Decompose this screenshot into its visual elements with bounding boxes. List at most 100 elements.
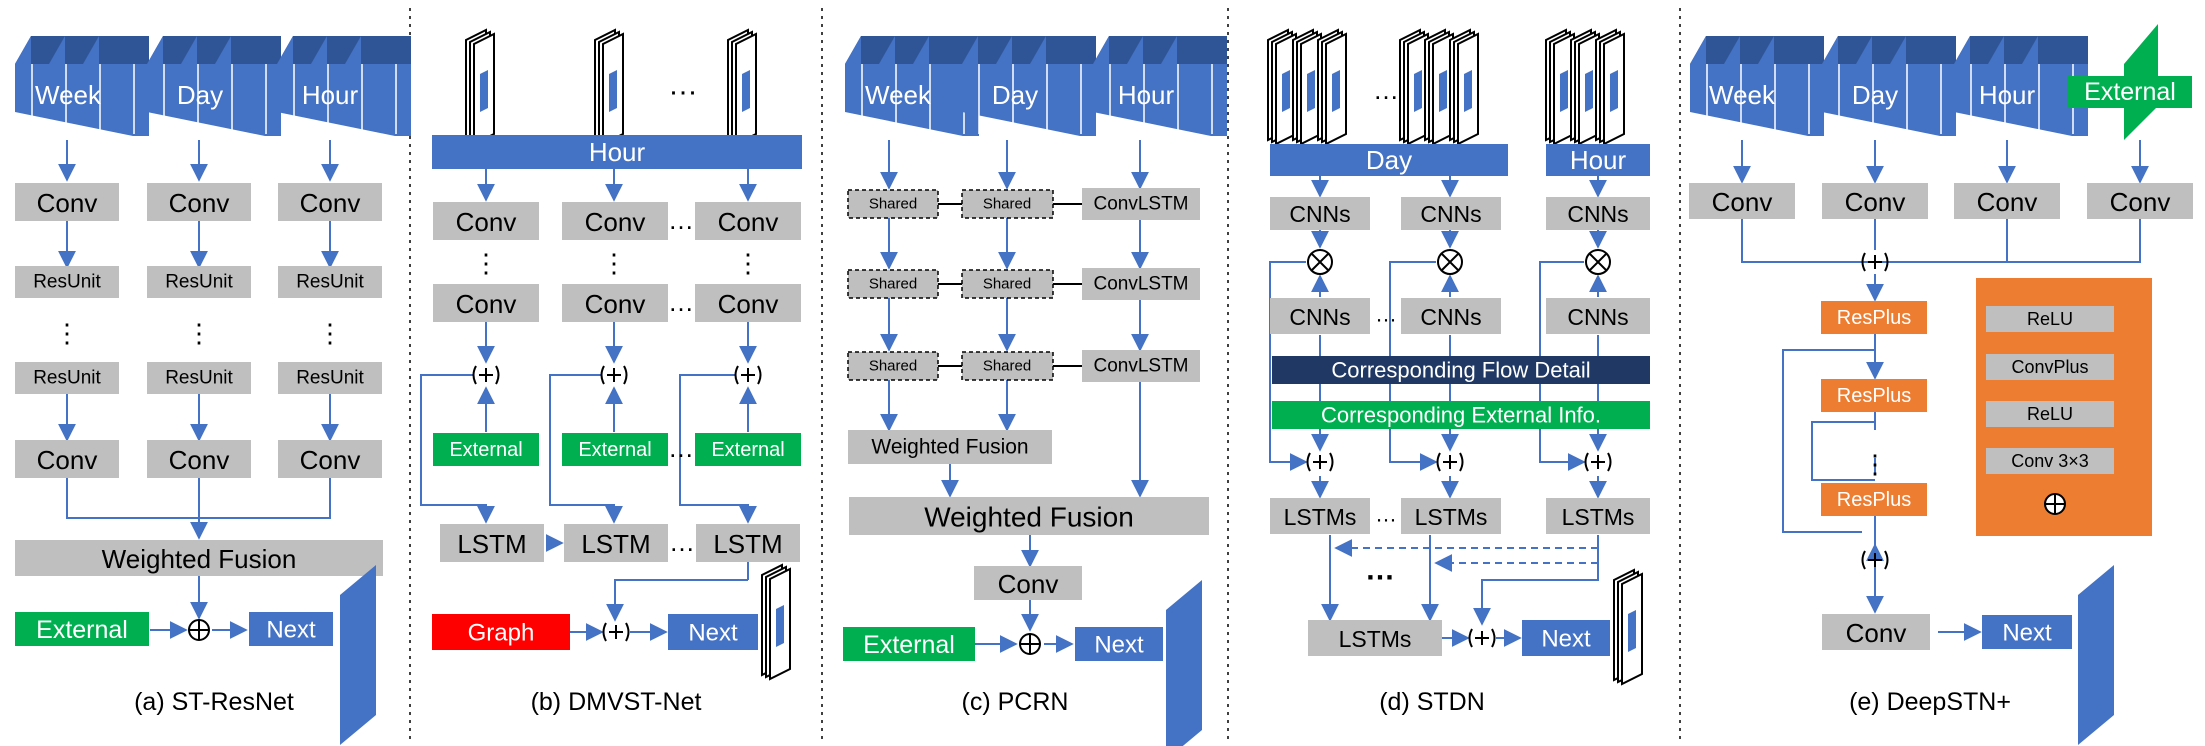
input-frame-icon: [465, 29, 495, 145]
input-day-label: Day: [992, 80, 1038, 110]
conv-box: [562, 284, 668, 322]
conv-box-hour: [278, 183, 382, 221]
resunit-label: ResUnit: [165, 272, 233, 293]
conv-label: Conv: [456, 289, 517, 319]
next-frame-icon: [761, 564, 791, 680]
sum-icon: [188, 619, 210, 641]
next-box: [1982, 615, 2072, 649]
panel-st-resnet: Week Day Hour Conv Conv Conv ResUnit Res…: [14, 35, 412, 745]
horizontal-dots: …: [1365, 554, 1395, 587]
conv-label: Conv: [37, 445, 98, 475]
external-label: External: [2084, 78, 2176, 106]
external-info-bar: [1272, 401, 1650, 429]
conv-box: [2087, 183, 2193, 219]
lstms-box: [1401, 498, 1501, 534]
resunit-box: [15, 362, 119, 394]
resunit-box: [278, 362, 382, 394]
convlstm-label: ConvLSTM: [1093, 194, 1188, 215]
conv-label: Conv: [456, 207, 517, 237]
convlstm-label: ConvLSTM: [1093, 274, 1188, 295]
resplus-box: [1821, 301, 1927, 334]
conv-box: [1689, 183, 1795, 219]
horizontal-dots: …: [668, 205, 694, 235]
caption-d: (d) STDN: [1379, 688, 1485, 716]
multiply-icon: [1307, 249, 1333, 275]
external-label: External: [449, 439, 522, 461]
next-label: Next: [1541, 626, 1591, 653]
relu-box: [1986, 401, 2114, 427]
hour-bar: [432, 135, 802, 169]
lstm-box: [564, 524, 668, 562]
cnns-label: CNNs: [1567, 201, 1628, 227]
shared-box: [847, 189, 939, 219]
shared-label: Shared: [869, 196, 917, 213]
conv-label: Conv: [1845, 187, 1906, 217]
lstm-label: LSTM: [713, 529, 782, 559]
lstms-label: LSTMs: [1284, 504, 1357, 530]
horizontal-dots: …: [669, 527, 695, 557]
external-label: External: [863, 631, 955, 659]
cnns-box: [1546, 197, 1650, 230]
next-label: Next: [1094, 632, 1144, 659]
shared-box: [847, 269, 939, 299]
external-label: External: [578, 439, 651, 461]
multiply-icon: [1437, 249, 1463, 275]
conv-box: [1822, 183, 1928, 219]
relu-label: ReLU: [2027, 309, 2073, 329]
external-box: [2068, 76, 2192, 108]
lstms-final-box: [1308, 620, 1442, 656]
sum-icon: [1861, 550, 1889, 570]
vertical-dots: ⋮: [735, 248, 761, 278]
horizontal-dots: …: [1375, 302, 1397, 327]
caption-e: (e) DeepSTN+: [1849, 688, 2011, 716]
shared-label: Shared: [983, 276, 1031, 293]
cnns-box: [1270, 197, 1370, 230]
weighted-fusion-small-label: Weighted Fusion: [871, 436, 1028, 459]
next-box: [1075, 627, 1163, 661]
input-frame-icon: [1399, 29, 1429, 145]
day-bar: [1270, 144, 1508, 176]
shared-label: Shared: [983, 196, 1031, 213]
resunit-label: ResUnit: [296, 368, 364, 389]
lstm-box: [440, 524, 544, 562]
resplus-box: [1821, 379, 1927, 412]
input-week-label: Week: [865, 80, 932, 110]
shared-box: [847, 351, 939, 381]
panel-stdn: … Day Hour CNNs CNNs CNNs CNNs CNNs CNNs…: [1267, 29, 1650, 716]
panel-pcrn: Week Day Hour Shared Shared Shared Share…: [843, 35, 1228, 746]
conv-box-week: [15, 183, 119, 221]
convlstm-box: [1082, 188, 1200, 220]
cnns-box: [1546, 298, 1650, 334]
sum-icon: [1019, 633, 1041, 655]
external-box: [843, 627, 975, 661]
conv-box: [562, 202, 668, 240]
external-info-label: Corresponding External Info.: [1321, 403, 1601, 428]
lstms-box: [1270, 498, 1370, 534]
convlstm-box: [1082, 350, 1200, 382]
input-frame-icon: [1595, 29, 1625, 145]
external-wedge-icon: [2124, 24, 2158, 90]
conv-label: Conv: [300, 188, 361, 218]
conv3x3-label: Conv 3×3: [2011, 451, 2089, 471]
external-box: [562, 433, 668, 466]
lstms-label: LSTMs: [1415, 504, 1488, 530]
weighted-fusion-big-box: [849, 497, 1209, 535]
lstms-label: LSTMs: [1562, 504, 1635, 530]
panel-deepstn-plus: Week Day Hour External Conv Conv Conv Co…: [1689, 24, 2193, 745]
resunit-label: ResUnit: [33, 368, 101, 389]
next-frame-icon: [1613, 569, 1643, 685]
flow-detail-bar: [1272, 356, 1650, 384]
input-frame-icon: [1545, 29, 1575, 145]
sum-icon: [1468, 628, 1496, 648]
sum-icon: [1584, 452, 1612, 472]
conv-final-box: [1822, 614, 1930, 650]
convlstm-label: ConvLSTM: [1093, 356, 1188, 377]
convlstm-box: [1082, 268, 1200, 300]
graph-box: [432, 614, 570, 650]
input-frame-icon: [1570, 29, 1600, 145]
convplus-box: [1986, 354, 2114, 380]
vertical-dots: ⋮: [473, 248, 499, 278]
external-label: External: [36, 616, 128, 644]
vertical-dots: ⋮: [601, 248, 627, 278]
